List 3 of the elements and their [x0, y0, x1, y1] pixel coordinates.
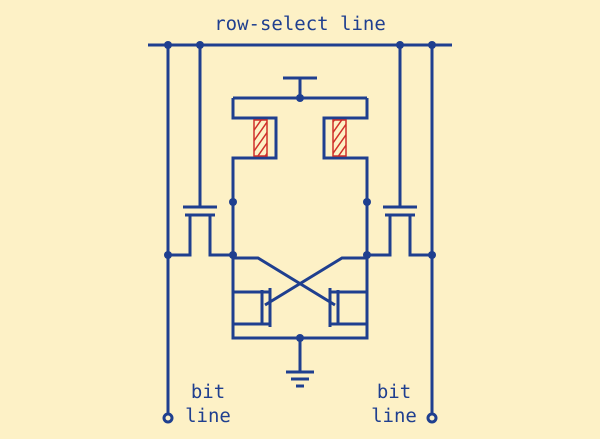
line-label: bit line [184, 380, 232, 428]
line-label: row-select line [213, 12, 387, 36]
line-label: bit line [370, 380, 418, 428]
